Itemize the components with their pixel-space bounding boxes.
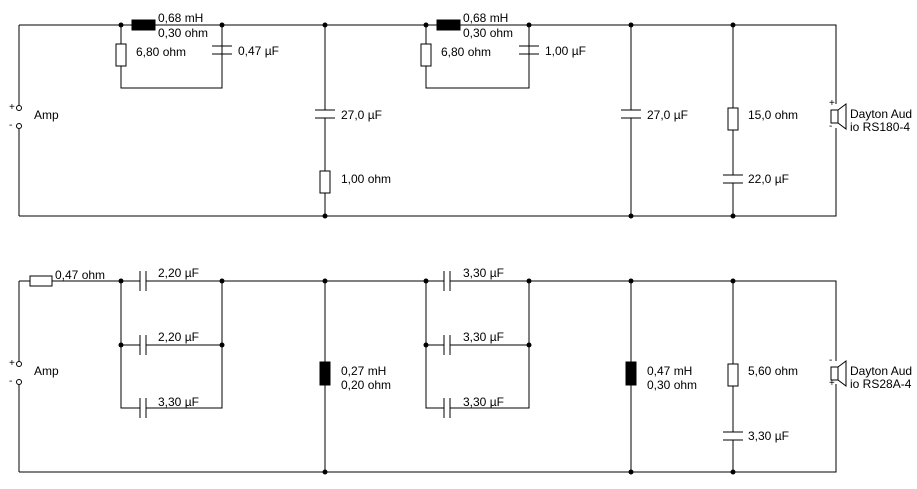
top-c1-label: 0,47 µF (238, 44, 279, 58)
bottom-c1a-capacitor (139, 271, 147, 291)
bottom-c3-label: 3,30 µF (748, 429, 789, 443)
top-speaker-plus: + (829, 98, 835, 109)
bottom-bank1-wires (120, 281, 223, 409)
top-l2-value: 0,68 mH (463, 11, 509, 25)
bottom-amp-minus: - (9, 376, 13, 387)
bottom-r1-label: 0,47 ohm (55, 268, 106, 282)
bottom-c2c-capacitor (443, 398, 451, 418)
top-amp-label: Amp (34, 108, 59, 122)
bottom-l1-value: 0,27 mH (341, 364, 387, 378)
top-r1-label: 6,80 ohm (136, 45, 187, 59)
top-r3-resistor (420, 43, 432, 67)
bottom-circuit (16, 271, 847, 475)
top-ground-wire (19, 128, 837, 217)
top-l1-inductor (131, 19, 156, 31)
speaker-icon (830, 360, 847, 387)
bottom-c2b-capacitor (443, 335, 451, 355)
speaker-icon (830, 103, 847, 130)
top-c5-label: 22,0 µF (748, 172, 789, 186)
bottom-c3-capacitor (723, 431, 743, 441)
top-speaker-minus: - (829, 121, 833, 132)
top-c2-label: 27,0 µF (341, 108, 382, 122)
top-l1-resistance: 0,30 ohm (158, 26, 209, 40)
bottom-r2-resistor (727, 363, 739, 387)
top-c4-label: 27,0 µF (647, 108, 688, 122)
amp-terminal-icon (16, 123, 22, 129)
bottom-c1b-label: 2,20 µF (158, 330, 199, 344)
bottom-speaker-minus: - (829, 355, 833, 366)
top-amp-plus: + (9, 102, 15, 113)
bottom-c2a-label: 3,30 µF (463, 266, 504, 280)
bottom-c2a-capacitor (443, 271, 451, 291)
top-l1-bypass-wires (120, 25, 223, 89)
bottom-c2c-label: 3,30 µF (463, 395, 504, 409)
bottom-rail-wire (19, 280, 837, 361)
top-c4-capacitor (621, 109, 641, 119)
top-amp-minus: - (9, 120, 13, 131)
bottom-l2-inductor (625, 361, 637, 386)
top-r3-label: 6,80 ohm (441, 45, 492, 59)
bottom-l2-resistance: 0,30 ohm (647, 378, 698, 392)
top-r4-label: 15,0 ohm (748, 108, 799, 122)
top-r2-label: 1,00 ohm (341, 172, 392, 186)
bottom-amp-label: Amp (34, 364, 59, 378)
top-rail-wire (19, 24, 837, 104)
bottom-l1-inductor (319, 361, 331, 386)
bottom-c2b-label: 3,30 µF (463, 330, 504, 344)
bottom-l1-resistance: 0,20 ohm (341, 378, 392, 392)
bottom-junction-dots (118, 278, 736, 475)
bottom-c1c-capacitor (139, 398, 147, 418)
top-speaker-name-1: Dayton Aud (850, 107, 913, 121)
top-c2-capacitor (315, 109, 335, 119)
top-r1-resistor (115, 43, 127, 67)
bottom-l2-value: 0,47 mH (647, 364, 693, 378)
bottom-ground-wire (19, 384, 837, 473)
bottom-speaker-plus: + (829, 378, 835, 389)
bottom-r2-label: 5,60 ohm (748, 364, 799, 378)
top-r2-resistor (319, 170, 331, 194)
top-c3-capacitor (519, 45, 539, 55)
bottom-c1b-capacitor (139, 335, 147, 355)
top-l2-resistance: 0,30 ohm (463, 26, 514, 40)
bottom-speaker-name-1: Dayton Aud (850, 364, 913, 378)
amp-terminal-icon (16, 361, 22, 367)
top-junction-dots (118, 22, 736, 219)
bottom-speaker-name-2: io RS28A-4 (850, 377, 912, 391)
top-speaker-name-2: io RS180-4 (850, 120, 911, 134)
bottom-c1a-label: 2,20 µF (158, 266, 199, 280)
top-l1-value: 0,68 mH (158, 11, 204, 25)
top-c3-label: 1,00 µF (545, 44, 586, 58)
bottom-c1c-label: 3,30 µF (158, 395, 199, 409)
top-l2-bypass-wires (425, 25, 530, 89)
bottom-r1-resistor (29, 275, 53, 287)
bottom-amp-plus: + (9, 358, 15, 369)
top-c5-capacitor (723, 174, 743, 184)
amp-terminal-icon (16, 379, 22, 385)
top-l2-inductor (436, 19, 461, 31)
top-c1-capacitor (212, 45, 232, 55)
bottom-bank2-wires (425, 281, 530, 409)
top-r4-resistor (727, 107, 739, 131)
amp-terminal-icon (16, 105, 22, 111)
top-circuit (16, 19, 847, 219)
